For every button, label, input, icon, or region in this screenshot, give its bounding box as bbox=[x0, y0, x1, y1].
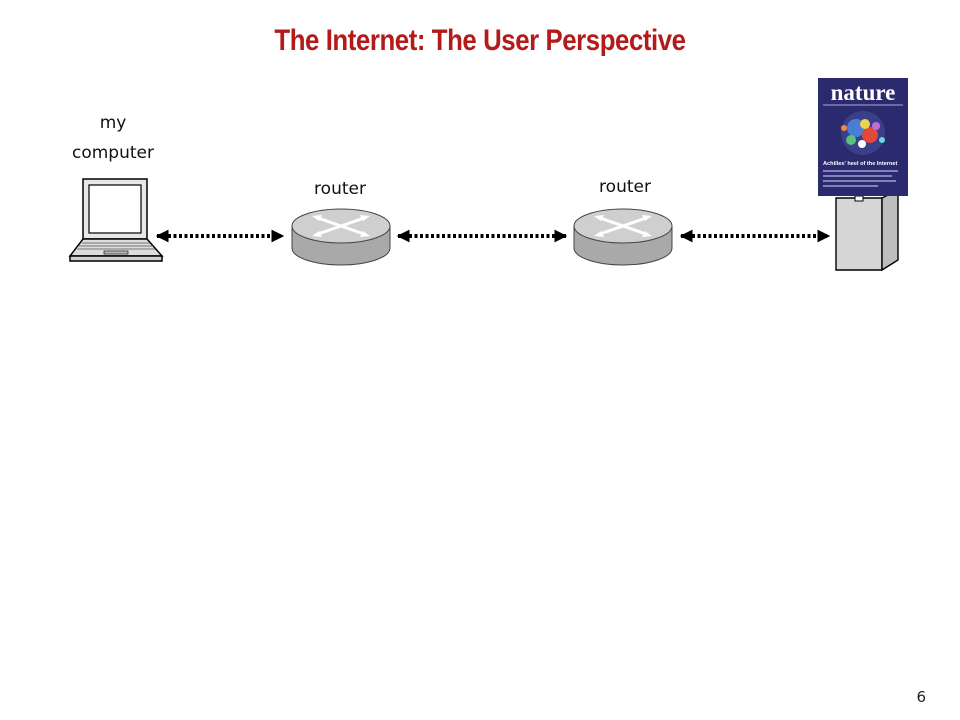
page-number: 6 bbox=[916, 688, 926, 706]
router-icon bbox=[291, 208, 391, 266]
router-icon bbox=[573, 208, 673, 266]
node-label-my-computer: my computer bbox=[50, 108, 176, 168]
node-label-router-1: router bbox=[314, 179, 366, 199]
diagram-links bbox=[155, 229, 831, 243]
node-label-line: my bbox=[99, 113, 127, 133]
journal-headline: Achilles' heel of the Internet bbox=[823, 161, 898, 167]
node-label-line: computer bbox=[72, 143, 154, 163]
journal-cover: nature Achilles' heel of the Internet bbox=[818, 78, 908, 196]
node-label-router-2: router bbox=[599, 177, 651, 197]
server-tower-icon bbox=[835, 190, 899, 272]
journal-masthead: nature bbox=[831, 80, 896, 105]
slide-title: The Internet: The User Perspective bbox=[274, 24, 686, 57]
network-graph-art bbox=[841, 111, 885, 155]
laptop-icon bbox=[68, 178, 164, 262]
